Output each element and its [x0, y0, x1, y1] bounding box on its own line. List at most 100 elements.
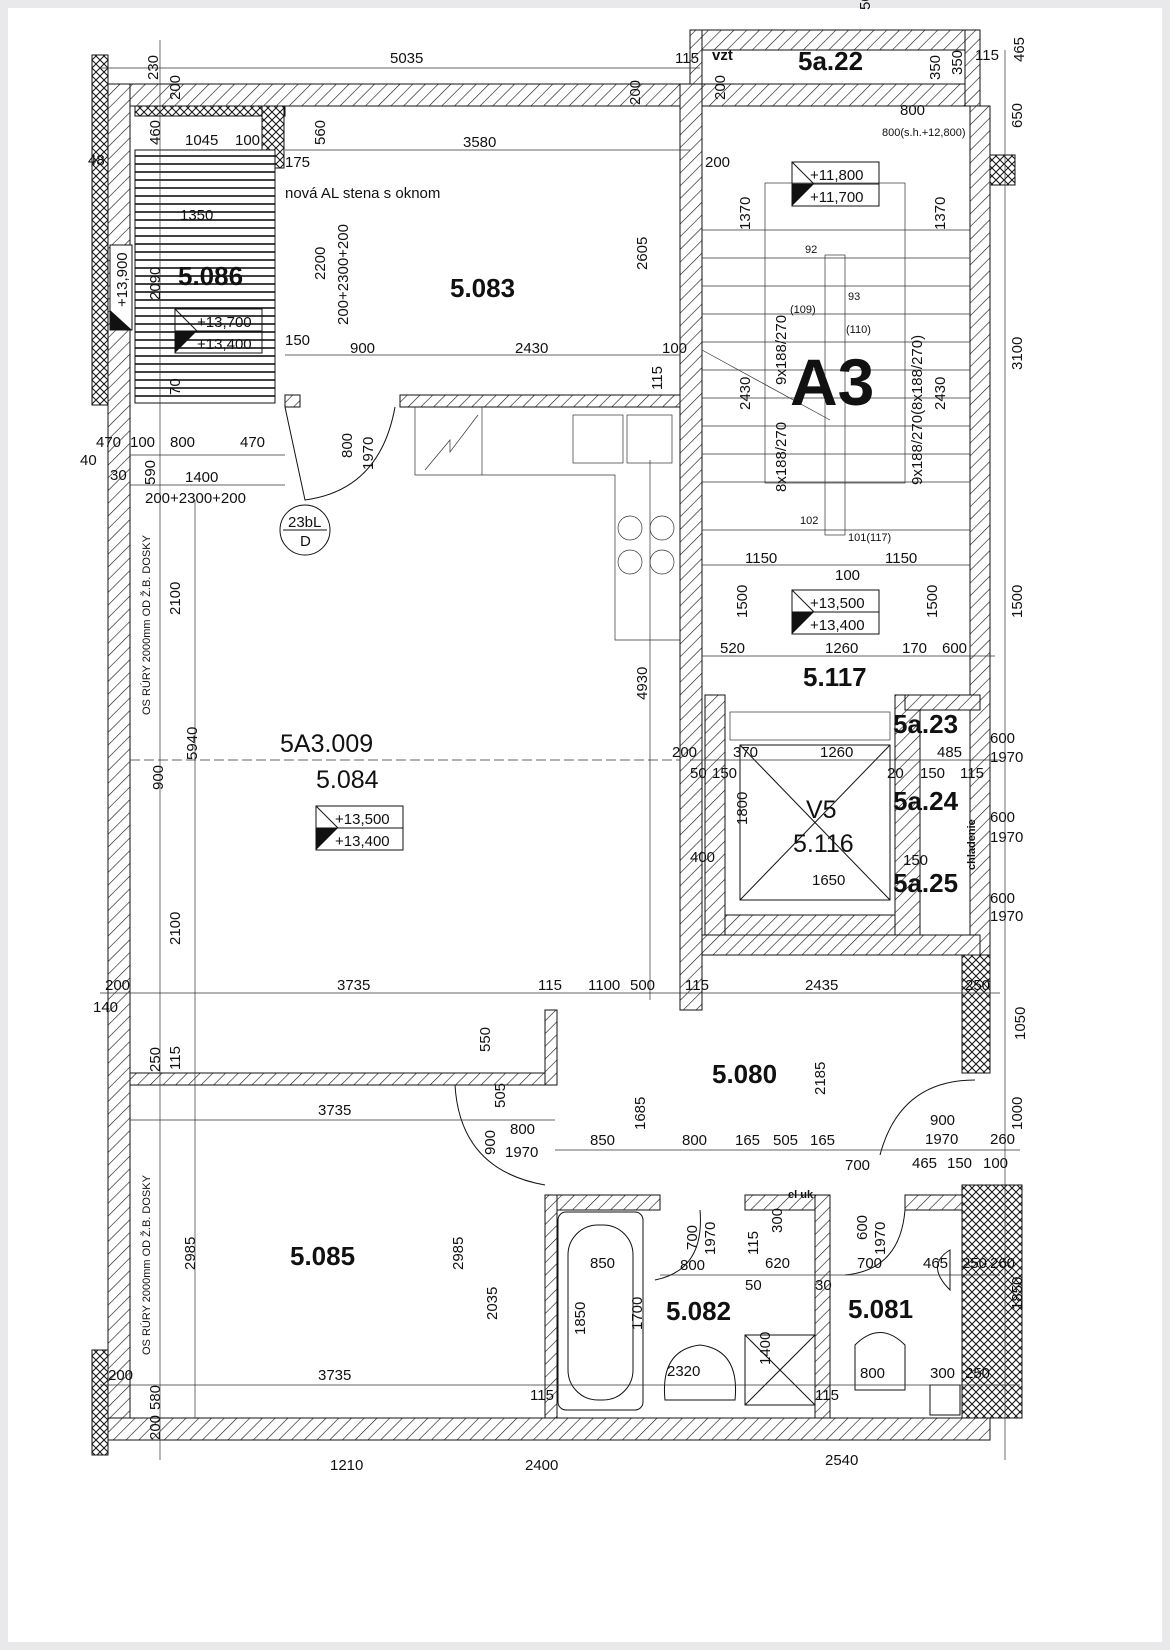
dimension-label: 70: [167, 378, 184, 395]
room-5085: 5.085: [290, 1241, 355, 1271]
dimension-label: 2400: [525, 1457, 558, 1474]
dimension-label: 3735: [318, 1367, 351, 1384]
dimension-label: 465: [912, 1155, 937, 1172]
dimension-label: 165: [810, 1132, 835, 1149]
dimension-label: 1850: [572, 1302, 589, 1335]
dimension-label: 2435: [805, 977, 838, 994]
room-labels: 5.086 5.083 5A3.009 5.084 5.085 5.080 5.…: [178, 46, 959, 1326]
dimension-label: 900: [482, 1130, 499, 1155]
dimension-label: 100: [835, 567, 860, 584]
dimension-label: 1970: [990, 749, 1023, 766]
dimension-label: 140: [93, 999, 118, 1016]
dimension-label: 620: [765, 1255, 790, 1272]
dimension-label: 800: [682, 1132, 707, 1149]
dimension-lines: [100, 40, 1020, 1460]
dimension-label: 175: [285, 154, 310, 171]
level-bottom: +13,400: [335, 833, 390, 850]
dimension-label: 170: [902, 640, 927, 657]
dimension-label: 1400: [185, 469, 218, 486]
dimension-label: 50: [745, 1277, 762, 1294]
dimension-label: 100: [983, 1155, 1008, 1172]
dimension-label: 1350: [180, 207, 213, 224]
dimension-label: 115: [675, 50, 699, 67]
dimension-label: 150: [285, 332, 310, 349]
dimension-label: 590: [142, 460, 159, 485]
dimension-label: 1500: [734, 585, 751, 618]
dimension-label: 115: [167, 1046, 184, 1070]
dimension-label: 600: [990, 890, 1015, 907]
dimension-label: 2320: [667, 1363, 700, 1380]
level-top: +13,500: [810, 595, 865, 612]
level-bottom: +11,700: [810, 189, 864, 206]
dimension-label: 2985: [450, 1237, 467, 1270]
dimension-label: 165: [735, 1132, 760, 1149]
stair: [701, 182, 970, 536]
stair-step-number: 102: [800, 515, 818, 527]
dimension-label: 3735: [337, 977, 370, 994]
elevator: [729, 711, 891, 901]
room-5116: 5.116: [793, 830, 854, 858]
stair-a3: A3: [790, 345, 874, 419]
stair-flight-right: 9x188/270(8x188/270): [909, 335, 926, 485]
dimension-label: 1970: [702, 1222, 719, 1255]
note-al-wall: nová AL stena s oknom: [285, 185, 440, 202]
dimension-label: 1210: [330, 1457, 363, 1474]
room-5080: 5.080: [712, 1059, 777, 1089]
dimension-label: 700: [845, 1157, 870, 1174]
dimension-label: 100: [130, 434, 155, 451]
dimension-label: 700: [857, 1255, 882, 1272]
dimension-label: 600: [942, 640, 967, 657]
dimension-label: 2985: [182, 1237, 199, 1270]
dimension-label: 3735: [318, 1102, 351, 1119]
dimension-label: 115: [960, 765, 984, 782]
dimension-label: 1970: [360, 437, 377, 470]
dimension-label: 1370: [932, 197, 949, 230]
dimension-label: 40: [80, 452, 97, 469]
level-5086: +13,700 +13,400: [174, 308, 263, 354]
stair-step-number: 92: [805, 244, 817, 256]
notes: nová AL stena s oknom OS RÚRY 2000mm OD …: [140, 47, 978, 1355]
dimension-label: 48: [88, 152, 105, 169]
sanitary: [557, 1211, 961, 1416]
dimension-label: 650: [1009, 103, 1026, 128]
room-5117: 5.117: [803, 662, 867, 692]
dimension-label: 505: [773, 1132, 798, 1149]
dimension-label: 1500: [1009, 585, 1026, 618]
level-bottom: +13,400: [810, 617, 865, 634]
dimension-label: 2430: [515, 340, 548, 357]
note-vzt: vzt: [712, 47, 733, 64]
note-pipes-bottom: OS RÚRY 2000mm OD Ž.B. DOSKY: [140, 1174, 153, 1355]
dimension-label: 115: [685, 977, 709, 994]
dimension-label: 1650: [812, 872, 845, 889]
dimension-label: 2605: [634, 237, 651, 270]
dimension-label: 100: [662, 340, 687, 357]
dimension-label: 550: [477, 1027, 494, 1052]
dimension-label: 150: [903, 852, 928, 869]
dimension-label: 1045: [185, 132, 218, 149]
dimension-label: 200+2300+200: [335, 224, 352, 325]
dimension-label: 2100: [167, 912, 184, 945]
room-5a24: 5a.24: [893, 786, 959, 816]
stair-step-number: (110): [846, 324, 871, 336]
balcony-decking: [134, 149, 276, 404]
dimension-label: 200: [108, 1367, 133, 1384]
level-top: +13,700: [197, 314, 252, 331]
doors: [279, 406, 976, 1281]
dimension-label: 350: [949, 50, 966, 75]
dimension-label: 800: [339, 433, 356, 458]
dimension-label: 350: [927, 55, 944, 80]
dimension-label: 4930: [634, 667, 651, 700]
room-5a23: 5a.23: [893, 709, 958, 739]
dimension-label: 1970: [925, 1131, 958, 1148]
room-5a22: 5a.22: [798, 46, 863, 76]
dimension-label: 900: [150, 765, 167, 790]
dimension-label: 1370: [737, 197, 754, 230]
dimension-label: 200: [705, 154, 730, 171]
level-5117: +13,500 +13,400: [791, 589, 880, 635]
dimension-label: 115: [538, 977, 562, 994]
dimension-label: 460: [147, 120, 164, 145]
dimension-label: 3580: [463, 134, 496, 151]
dimension-label: 520: [720, 640, 745, 657]
dimension-label: 370: [733, 744, 758, 761]
room-5086: 5.086: [178, 261, 243, 291]
